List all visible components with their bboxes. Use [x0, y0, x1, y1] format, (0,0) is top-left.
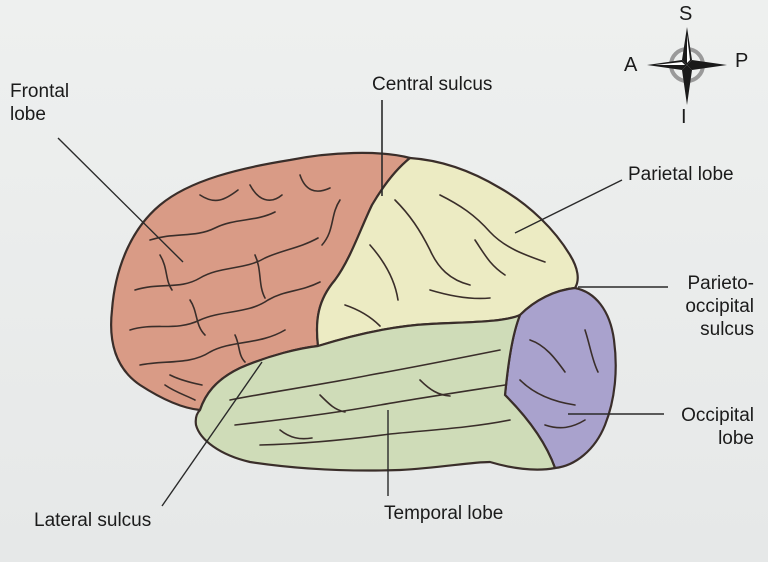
frontal-gyri: [129, 174, 341, 401]
central-sulcus-label: Central sulcus: [372, 74, 493, 95]
leader-lines: [57, 137, 668, 507]
frontal-leader: [57, 137, 184, 263]
frontal-lobe-label-line1: Frontal: [10, 81, 70, 102]
compass-anterior-label: A: [624, 54, 638, 76]
parietal-lobe-label: Parietal lobe: [628, 164, 734, 185]
lateral-leader: [161, 361, 263, 507]
compass-posterior-label: P: [735, 50, 749, 72]
frontal-lobe-label: Frontal lobe: [10, 80, 69, 126]
temporal-lobe-label: Temporal lobe: [384, 503, 504, 524]
temporal-lobe-region: [194, 312, 557, 472]
parieto-occipital-label-line3: sulcus: [700, 319, 754, 340]
temporal-gyri: [229, 349, 511, 446]
occipital-lobe-label-line1: Occipital: [681, 405, 754, 426]
compass-inferior-label: I: [681, 106, 687, 128]
compass-superior-label: S: [679, 3, 693, 25]
lateral-sulcus-label: Lateral sulcus: [34, 510, 152, 531]
occipital-lobe-label-line2: lobe: [718, 428, 754, 449]
occipital-gyri: [519, 329, 599, 429]
frontal-lobe-label-line2: lobe: [10, 104, 46, 125]
compass-rose: [647, 27, 727, 105]
parieto-occipital-label-line1: Parieto-: [687, 273, 754, 294]
parietal-leader: [514, 179, 623, 234]
parietal-gyri: [344, 194, 546, 327]
occipital-lobe-label: Occipital lobe: [652, 404, 754, 450]
parieto-occipital-sulcus-label: Parieto- occipital sulcus: [640, 272, 754, 341]
parieto-occipital-label-line2: occipital: [685, 296, 754, 317]
